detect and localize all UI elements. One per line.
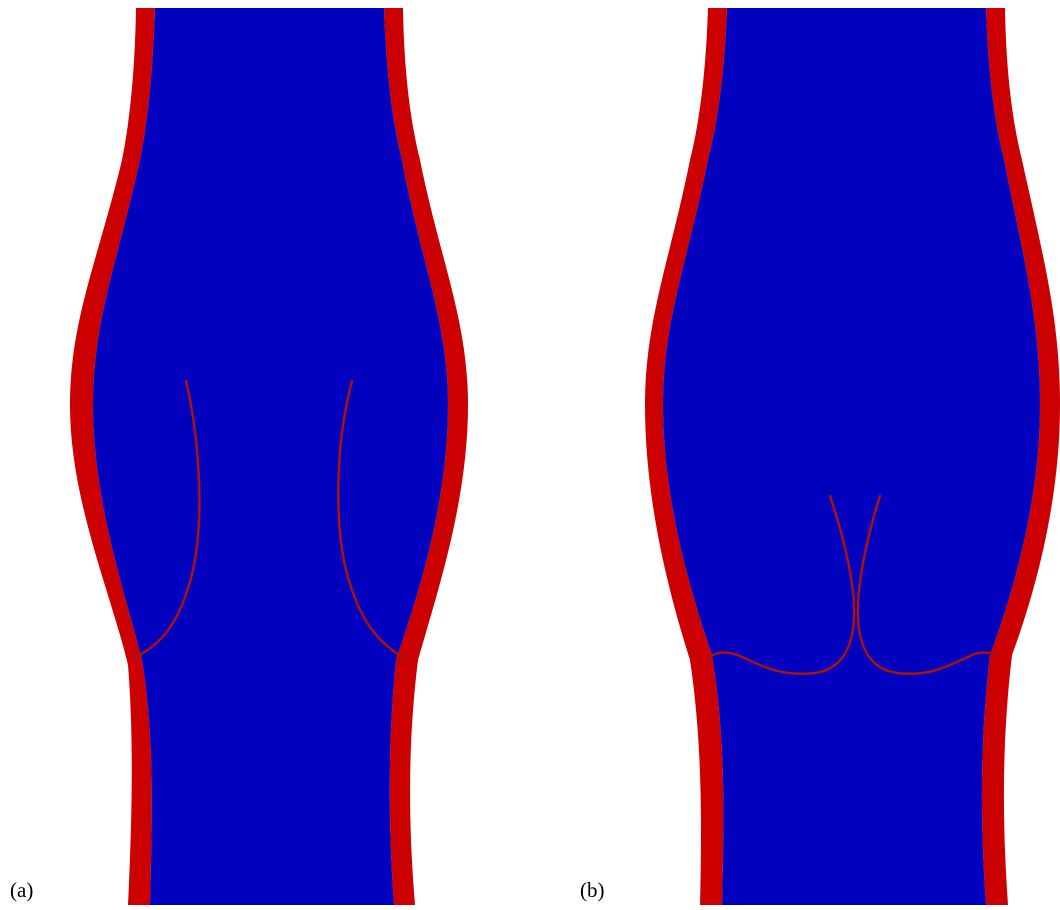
panel-a xyxy=(70,8,468,905)
panel-b xyxy=(645,8,1060,905)
panel-label-b: (b) xyxy=(580,878,605,902)
panel-label-a: (a) xyxy=(10,878,33,902)
